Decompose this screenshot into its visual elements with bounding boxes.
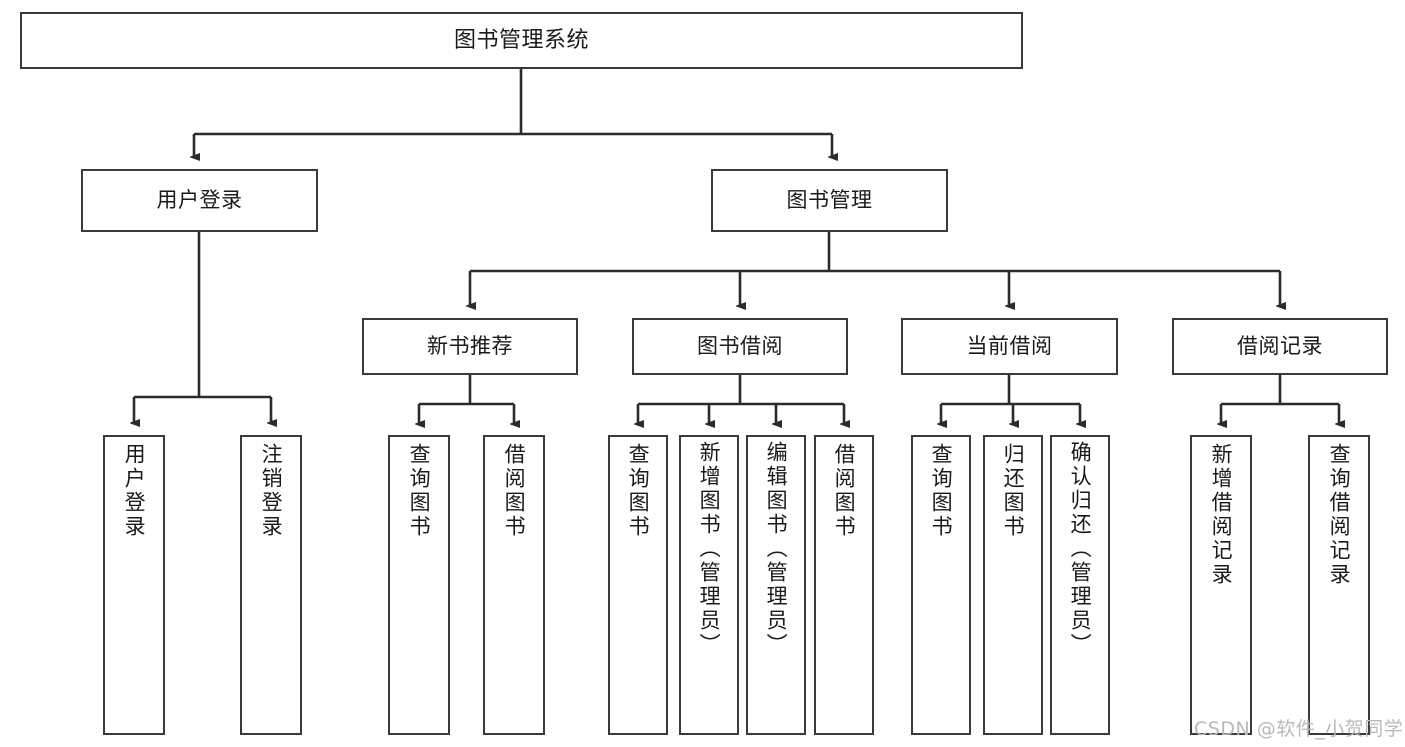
node-new-book-recommend[interactable]: 新书推荐 [362,318,578,375]
leaf-current-query-book-label: 查询图书 [929,443,954,539]
node-book-management-label: 图书管理 [786,188,873,213]
leaf-user-logout-label: 注销登录 [259,443,284,539]
leaf-borrow-add-book-admin[interactable]: 新增图书（管理员） [679,435,739,735]
leaf-record-add-record-label: 新增借阅记录 [1209,443,1234,587]
leaf-user-login-label: 用户登录 [122,443,147,539]
leaf-borrow-edit-book-admin[interactable]: 编辑图书（管理员） [746,435,806,735]
leaf-borrow-lend-book-label: 借阅图书 [832,443,857,539]
leaf-user-login[interactable]: 用户登录 [103,435,165,735]
node-borrow-record[interactable]: 借阅记录 [1172,318,1388,375]
leaf-newbook-borrow-book[interactable]: 借阅图书 [483,435,545,735]
node-book-borrow[interactable]: 图书借阅 [632,318,848,375]
csdn-watermark: CSDN @软件_小贺同学 [1194,718,1404,740]
leaf-current-query-book[interactable]: 查询图书 [911,435,971,735]
leaf-user-logout[interactable]: 注销登录 [240,435,302,735]
node-root[interactable]: 图书管理系统 [20,12,1023,69]
leaf-borrow-query-book-label: 查询图书 [626,443,651,539]
leaf-record-add-record[interactable]: 新增借阅记录 [1190,435,1252,735]
node-new-book-recommend-label: 新书推荐 [427,334,513,359]
leaf-current-confirm-return-admin-label: 确认归还（管理员） [1068,441,1093,657]
leaf-newbook-borrow-book-label: 借阅图书 [502,443,527,539]
leaf-borrow-query-book[interactable]: 查询图书 [608,435,668,735]
leaf-newbook-query-book-label: 查询图书 [407,443,432,539]
node-root-label: 图书管理系统 [453,27,589,53]
node-borrow-record-label: 借阅记录 [1237,334,1323,359]
node-current-borrow[interactable]: 当前借阅 [901,318,1118,375]
node-user-login[interactable]: 用户登录 [81,169,318,232]
node-book-management[interactable]: 图书管理 [711,169,948,232]
leaf-borrow-add-book-admin-label: 新增图书（管理员） [697,441,722,657]
node-book-borrow-label: 图书借阅 [697,334,783,359]
leaf-record-query-record-label: 查询借阅记录 [1327,443,1352,587]
leaf-borrow-lend-book[interactable]: 借阅图书 [814,435,874,735]
leaf-newbook-query-book[interactable]: 查询图书 [388,435,450,735]
leaf-current-return-book-label: 归还图书 [1001,443,1026,539]
leaf-current-confirm-return-admin[interactable]: 确认归还（管理员） [1050,435,1110,735]
leaf-current-return-book[interactable]: 归还图书 [983,435,1043,735]
node-user-login-label: 用户登录 [156,188,243,213]
node-current-borrow-label: 当前借阅 [966,334,1053,359]
leaf-borrow-edit-book-admin-label: 编辑图书（管理员） [764,441,789,657]
leaf-record-query-record[interactable]: 查询借阅记录 [1308,435,1370,735]
